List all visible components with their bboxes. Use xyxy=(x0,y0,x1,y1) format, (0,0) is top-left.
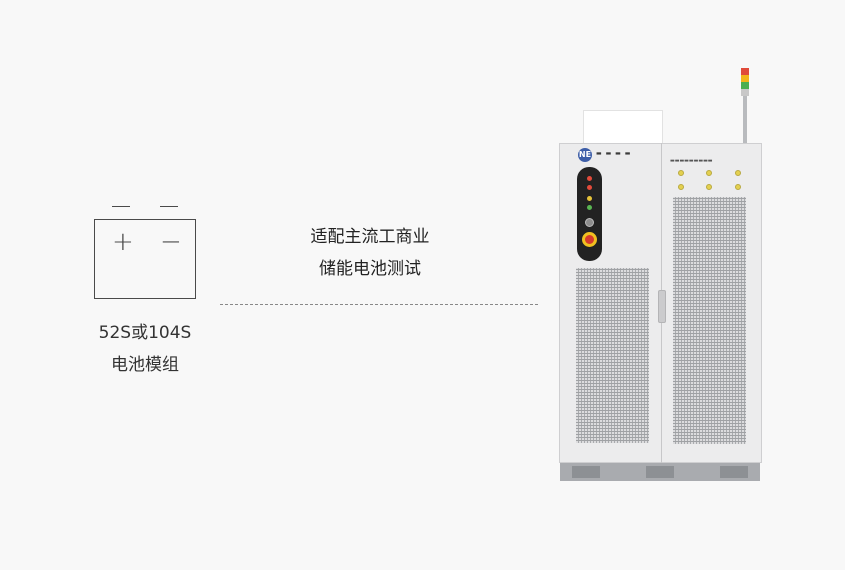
indicator-lamp xyxy=(735,170,741,176)
battery-terminal-negative xyxy=(160,206,178,207)
connector-dashed-line xyxy=(220,304,538,305)
tower-yellow-light xyxy=(741,75,749,82)
status-led-yellow xyxy=(587,196,592,201)
application-line-2: 储能电池测试 xyxy=(319,259,421,279)
status-led-red xyxy=(587,185,592,190)
battery-spec-label: 52S或104S xyxy=(98,323,192,343)
minus-icon: − xyxy=(160,227,182,257)
tower-red-light xyxy=(741,68,749,75)
battery-terminal-positive xyxy=(112,206,130,207)
base-slot xyxy=(572,466,600,478)
base-slot xyxy=(720,466,748,478)
status-led-red xyxy=(587,176,592,181)
signal-tower-light-icon xyxy=(741,68,749,96)
tower-green-light xyxy=(741,82,749,89)
cabinet-top-box xyxy=(583,110,663,144)
plus-icon: + xyxy=(112,227,134,257)
indicator-lamp xyxy=(735,184,741,190)
cabinet-base xyxy=(560,463,760,481)
signal-tower-pole xyxy=(743,94,747,144)
indicator-lamp xyxy=(706,184,712,190)
indicator-lamp xyxy=(706,170,712,176)
cabinet-nameplate: ▬▬▬▬▬▬▬▬▬ xyxy=(670,158,713,164)
indicator-lamp xyxy=(678,170,684,176)
selector-knob xyxy=(585,218,594,227)
application-line-1: 适配主流工商业 xyxy=(310,227,430,247)
tower-cap xyxy=(741,89,749,96)
battery-type-label: 电池模组 xyxy=(111,355,179,375)
battery-icon xyxy=(94,219,196,299)
status-led-green xyxy=(587,205,592,210)
right-vent-grille xyxy=(673,197,746,444)
left-vent-grille xyxy=(576,268,649,443)
indicator-lamp xyxy=(678,184,684,190)
brand-logo-icon: NE xyxy=(578,148,592,162)
emergency-stop-button xyxy=(582,232,597,247)
base-slot xyxy=(646,466,674,478)
brand-logo-wordmark: ▬ ▬ ▬ ▬ xyxy=(596,150,632,157)
door-handle xyxy=(658,290,666,323)
